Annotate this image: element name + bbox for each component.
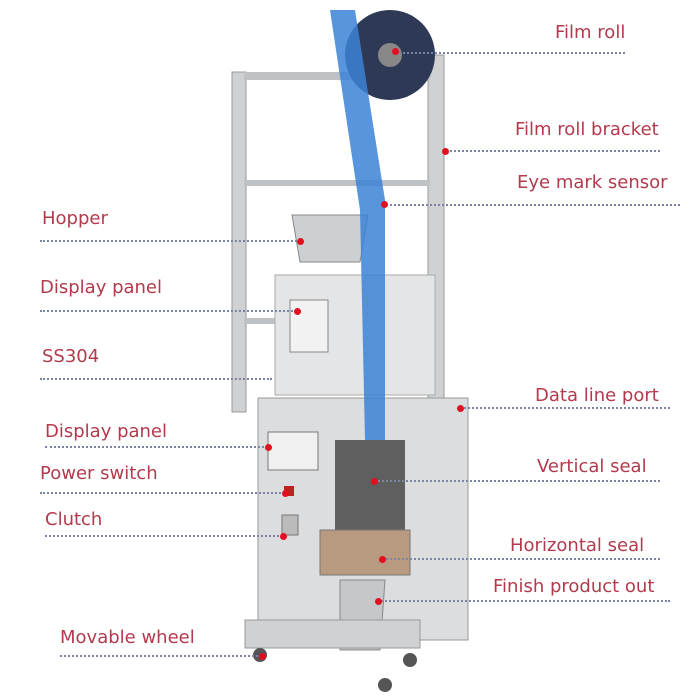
- leader-line: [445, 150, 660, 152]
- leader-line: [45, 446, 268, 448]
- horizontal-jaws: [319, 529, 411, 576]
- power-switch-shape: [284, 486, 294, 496]
- wheel: [403, 653, 417, 667]
- leader-line: [40, 310, 297, 312]
- leader-line: [460, 407, 670, 409]
- label-ss304: SS304: [42, 346, 100, 367]
- seal-block: [335, 440, 405, 530]
- leader-line: [385, 204, 680, 206]
- marker-dot: [282, 490, 289, 497]
- upper-cabinet: [274, 274, 436, 396]
- leader-line: [40, 240, 300, 242]
- label-film-roll-bracket: Film roll bracket: [515, 119, 659, 140]
- clutch-shape: [281, 514, 299, 536]
- label-movable-wheel: Movable wheel: [60, 627, 195, 648]
- label-finish-product-out: Finish product out: [493, 576, 655, 597]
- marker-dot: [379, 556, 386, 563]
- label-vertical-seal: Vertical seal: [537, 456, 647, 477]
- leader-line: [382, 558, 660, 560]
- wheel: [378, 678, 392, 692]
- leader-line: [378, 600, 670, 602]
- lower-display: [267, 431, 319, 471]
- marker-dot: [265, 444, 272, 451]
- hopper: [291, 214, 369, 263]
- marker-dot: [381, 201, 388, 208]
- base: [244, 619, 421, 649]
- label-power-switch: Power switch: [40, 463, 158, 484]
- label-clutch: Clutch: [45, 509, 103, 530]
- leader-line: [60, 655, 262, 657]
- label-display-panel-lower: Display panel: [45, 421, 168, 442]
- marker-dot: [457, 405, 464, 412]
- marker-dot: [371, 478, 378, 485]
- left-post: [231, 71, 247, 413]
- marker-dot: [297, 238, 304, 245]
- film-web: [330, 10, 385, 440]
- label-eye-mark-sensor: Eye mark sensor: [517, 172, 668, 193]
- leader-line: [40, 378, 272, 380]
- marker-dot: [259, 653, 266, 660]
- marker-dot: [375, 598, 382, 605]
- film-roll-core: [378, 43, 402, 67]
- label-hopper: Hopper: [42, 208, 108, 229]
- marker-dot: [392, 48, 399, 55]
- leader-line: [40, 492, 285, 494]
- label-film-roll: Film roll: [555, 22, 626, 43]
- label-data-line-port: Data line port: [535, 385, 659, 406]
- label-horizontal-seal: Horizontal seal: [510, 535, 645, 556]
- leader-line: [395, 52, 625, 54]
- leader-line: [375, 480, 660, 482]
- mid-bar: [244, 180, 430, 186]
- marker-dot: [442, 148, 449, 155]
- marker-dot: [294, 308, 301, 315]
- leader-line: [45, 535, 283, 537]
- marker-dot: [280, 533, 287, 540]
- top-bar: [244, 72, 430, 80]
- label-display-panel-upper: Display panel: [40, 277, 163, 298]
